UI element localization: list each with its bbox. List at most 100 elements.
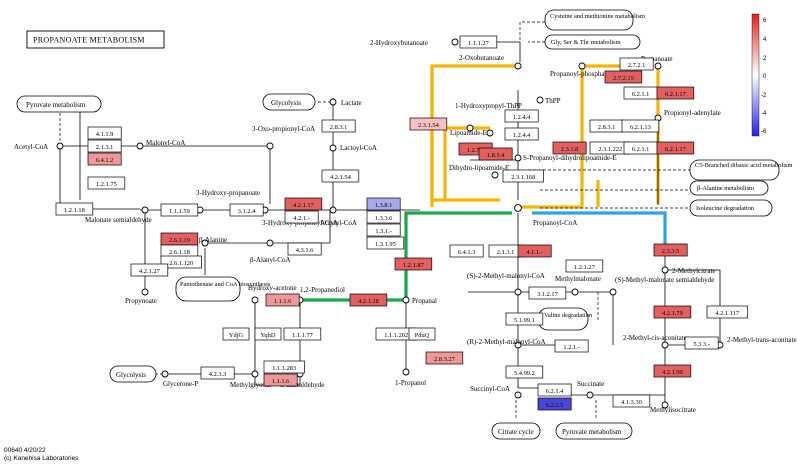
enzyme-box-pduq[interactable] <box>408 327 436 341</box>
enzyme-box-e12127[interactable] <box>565 259 604 273</box>
map-pantothenate[interactable] <box>175 276 241 302</box>
map-title: PROPANOATE METABOLISM <box>33 36 145 45</box>
enzyme-box-e3124[interactable] <box>229 203 264 217</box>
enzyme-label: 6.2.1.5 <box>546 402 564 409</box>
enzyme-box-e11127[interactable] <box>459 35 498 49</box>
map-cysteine[interactable] <box>544 9 634 31</box>
enzyme-label: 2.8.3.1 <box>330 124 348 131</box>
enzyme-box-e23118[interactable] <box>552 141 587 155</box>
enzyme-box-e28327[interactable] <box>425 351 464 365</box>
compound-methylglyoxal: Methylglyoxal <box>230 381 271 389</box>
enzyme-box-e421[interactable] <box>284 210 319 224</box>
compound-acetyl-coa: Acetyl-CoA <box>14 143 48 151</box>
enzyme-box-ydjg[interactable] <box>222 327 250 341</box>
compound-node <box>201 239 209 247</box>
compound-hydroxybutanoate: 2-Hydroxybutanoate <box>370 39 428 47</box>
compound-node <box>402 296 410 304</box>
enzyme-box-e11283[interactable] <box>263 360 305 374</box>
enzyme-label: 4.2.1.28 <box>358 298 379 305</box>
enzyme-label: 4.2.1.54 <box>330 174 352 181</box>
enzyme-box-e4316[interactable] <box>287 242 322 256</box>
enzyme-label: 6.4.1.3 <box>458 249 476 256</box>
enzyme-box-e2721[interactable] <box>619 57 654 71</box>
enzyme-box-e42128[interactable] <box>349 293 388 307</box>
enzyme-label: 1.2.7.1 <box>467 147 485 154</box>
compound-node <box>536 96 544 104</box>
enzyme-box-e6413[interactable] <box>449 244 484 258</box>
enzyme-box-e6214[interactable] <box>537 383 572 397</box>
enzyme-box-e54992[interactable] <box>505 365 544 379</box>
enzyme-label: 2.7.2.15 <box>613 75 634 82</box>
enzyme-box-e131_95[interactable] <box>366 236 405 250</box>
enzyme-box-e42117a[interactable] <box>284 197 323 211</box>
enzyme-box-e411[interactable] <box>517 244 552 258</box>
enzyme-box-e12187[interactable] <box>394 257 433 271</box>
map-citrate[interactable] <box>491 422 541 440</box>
pathway-map-links: Pyruvate metabolism Glycolysis Cysteine … <box>16 9 792 440</box>
enzyme-box-e2131[interactable] <box>87 139 122 153</box>
enzyme-box-e41330[interactable] <box>612 394 651 408</box>
map-c5-branched[interactable] <box>689 159 780 181</box>
enzyme-box-e12118[interactable] <box>55 202 94 216</box>
map-label: Isoleucine degradation <box>696 205 755 212</box>
enzyme-box-e62117b[interactable] <box>656 141 695 155</box>
map-pyruvate-bottom[interactable] <box>555 422 633 440</box>
enzyme-box-e2335[interactable] <box>653 243 688 257</box>
enzyme-box-e2831[interactable] <box>321 119 356 133</box>
map-beta-alanine-met[interactable] <box>689 180 769 196</box>
enzyme-box-e6412[interactable] <box>87 152 122 166</box>
enzyme-label: 2.8.3.1 <box>598 124 616 131</box>
compound-glycerone-p: Glycerone-P <box>163 380 198 388</box>
enzyme-box-e42117b[interactable] <box>706 305 748 319</box>
enzyme-label: 4.2.1.117 <box>715 310 740 317</box>
enzyme-box-e121[interactable] <box>554 339 589 353</box>
enzyme-box-e6215[interactable] <box>537 397 572 411</box>
enzyme-label: YqhD <box>261 332 276 339</box>
enzyme-box-e533[interactable] <box>684 336 719 350</box>
enzyme-box-e11159[interactable] <box>160 203 199 217</box>
enzyme-box-e62117a[interactable] <box>656 86 695 100</box>
enzyme-box-yqhd[interactable] <box>254 327 282 341</box>
enzyme-box-e42127[interactable] <box>130 263 169 277</box>
enzyme-box-e261120[interactable] <box>160 255 202 269</box>
enzyme-box-e11177[interactable] <box>283 327 322 341</box>
compound-hydroxyacetone: Hydroxy-acetone <box>248 284 297 292</box>
map-label: Cysteine and methionine metabolism <box>550 13 645 20</box>
enzyme-box-e12175[interactable] <box>87 176 126 190</box>
compound-malonate-semialdehyde: Malonate semialdehyde <box>85 216 152 224</box>
compound-node <box>251 296 259 304</box>
enzyme-box-e231168[interactable] <box>502 169 544 183</box>
enzyme-box-e31217[interactable] <box>528 286 567 300</box>
enzyme-box-e4119[interactable] <box>87 126 122 140</box>
enzyme-box-e2314[interactable] <box>409 117 448 131</box>
map-isoleucine[interactable] <box>689 199 773 217</box>
enzyme-label: 2.3.3.5 <box>662 248 680 255</box>
enzyme-box-e42199[interactable] <box>653 364 692 378</box>
enzyme-box-e1116a[interactable] <box>265 293 300 307</box>
enzyme-box-e1116b[interactable] <box>263 373 298 387</box>
enzyme-box-e621113[interactable] <box>621 119 660 133</box>
enzyme-box-e1336[interactable] <box>366 210 401 224</box>
enzyme-label: 1.1.1.202 <box>384 332 408 339</box>
enzyme-box-e27215[interactable] <box>604 70 643 84</box>
map-label: Valine degradation <box>544 312 593 319</box>
enzyme-box-e42154[interactable] <box>321 169 360 183</box>
map-pyruvate-top[interactable] <box>16 95 102 113</box>
enzyme-box-e51991[interactable] <box>505 312 544 326</box>
map-glycolysis-top[interactable] <box>262 93 316 111</box>
enzyme-box-e1381[interactable] <box>366 197 401 211</box>
enzyme-label: 1.3.1.- <box>375 228 392 235</box>
enzyme-box-e4233[interactable] <box>200 366 235 380</box>
enzyme-box-e1814[interactable] <box>478 147 513 161</box>
map-glycolysis-bottom[interactable] <box>109 365 157 383</box>
compound-node <box>514 204 522 212</box>
map-gly-ser[interactable] <box>544 34 641 50</box>
enzyme-box-e131[interactable] <box>366 223 401 237</box>
map-label: β-Alanine metabolism <box>697 185 754 192</box>
enzyme-label: 2.3.1.8 <box>561 146 579 153</box>
highlight-blue <box>532 211 667 250</box>
enzyme-box-e1244b[interactable] <box>504 127 539 141</box>
enzyme-box-e1244a[interactable] <box>504 109 539 123</box>
legend-color-bar <box>751 13 760 137</box>
enzyme-box-e42179[interactable] <box>653 305 692 319</box>
